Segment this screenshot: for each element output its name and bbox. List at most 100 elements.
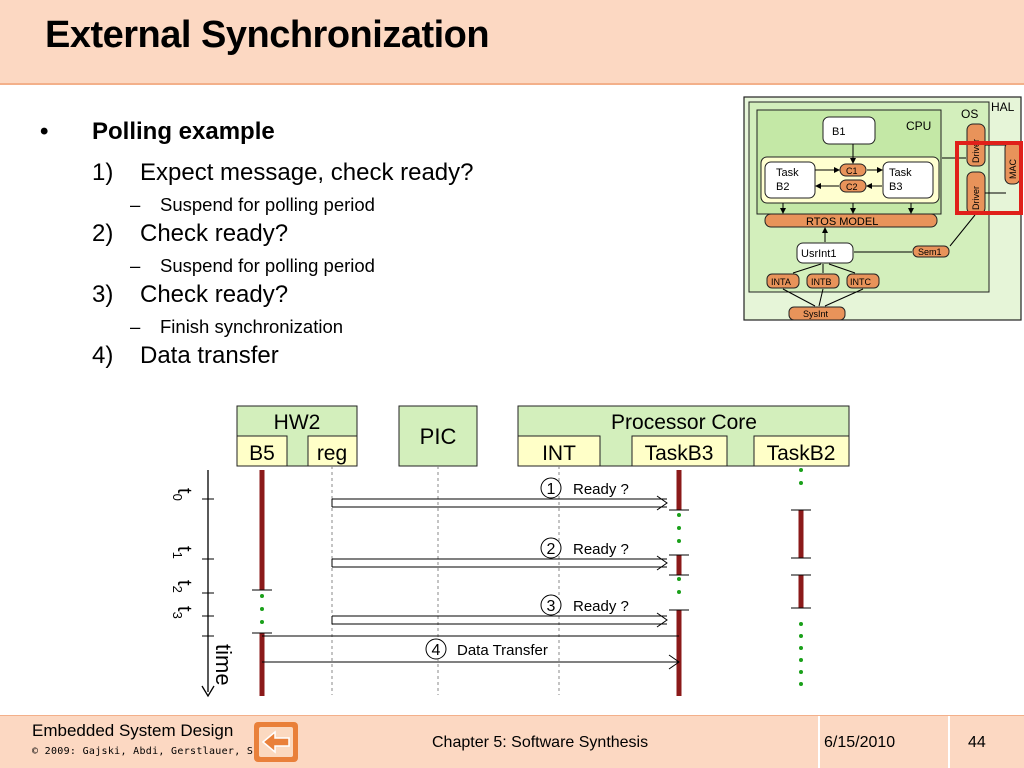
taskb3-label: TaskB3 [645, 442, 714, 465]
svg-text:t0: t0 [170, 488, 195, 501]
msg-2-number-circle [540, 537, 562, 559]
taskb3-box [631, 435, 728, 467]
driver-bottom-link [949, 214, 976, 247]
dash-char: – [130, 255, 141, 276]
reg-label: reg [317, 442, 347, 465]
task-b3-line2: B3 [889, 181, 902, 193]
step-4-text: Data transfer [140, 342, 279, 369]
book-logo-icon [254, 722, 298, 762]
pic-box [398, 405, 478, 467]
sysint-link-c [824, 288, 864, 307]
mac-label: MAC [1008, 159, 1018, 180]
hw2-title: HW2 [274, 411, 321, 434]
task-b2-line2: B2 [776, 181, 789, 193]
rtos-label: RTOS MODEL [806, 216, 878, 228]
footer-chapter: Chapter 5: Software Synthesis [432, 734, 649, 751]
taskb2-wait-dots [799, 468, 803, 686]
usrint1-label: UsrInt1 [801, 248, 836, 260]
task-b2-box [764, 161, 816, 199]
msg-3-number: 3 [547, 598, 556, 615]
step-3-text: Check ready? [140, 281, 289, 308]
highlight-box [955, 141, 1023, 215]
time-label-t2: t2 [170, 580, 195, 593]
hal-label: HAL [991, 100, 1015, 114]
svg-text:t3: t3 [170, 606, 195, 619]
time-label-t1: t1 [170, 546, 195, 559]
int-label: INT [542, 442, 576, 465]
svg-text:t2: t2 [170, 580, 195, 593]
task-b2-line1: Task [776, 167, 799, 179]
driver-top-label: Driver [971, 139, 981, 163]
step-1-text: Expect message, check ready? [140, 159, 474, 186]
intc-label: INTC [850, 277, 871, 287]
step-2-sub-text: Suspend for polling period [160, 255, 375, 276]
msg-1-number: 1 [547, 481, 556, 498]
b5-wait-dots [260, 594, 264, 624]
cpu-label: CPU [906, 119, 931, 133]
msg-4-number: 4 [432, 642, 441, 659]
title-bar: External Synchronization [0, 0, 1024, 83]
time-label-t3: t3 [170, 606, 195, 619]
taskb2-box [753, 435, 850, 467]
svg-text:t1: t1 [170, 546, 195, 559]
msg-2-label: Ready ? [573, 541, 629, 558]
sem1-box [912, 245, 950, 258]
step-2-text: Check ready? [140, 220, 289, 247]
slide-title: External Synchronization [45, 14, 490, 56]
bullet-dot: • [40, 118, 49, 145]
msg-3-label: Ready ? [573, 598, 629, 615]
msg-2-number: 2 [547, 541, 556, 558]
step-1-sub-text: Suspend for polling period [160, 194, 375, 215]
msg-4-number-circle [425, 638, 447, 660]
footer-page-number: 44 [968, 734, 986, 751]
sysint-link-a [782, 288, 816, 307]
inta-link [792, 263, 822, 274]
processor-core-title: Processor Core [611, 411, 757, 434]
step-4-number: 4) [92, 342, 114, 369]
intc-link [828, 263, 856, 274]
c2-label: C2 [846, 182, 858, 192]
time-axis-arrowhead [201, 685, 215, 698]
intc-box [846, 273, 880, 289]
b1-box [822, 116, 876, 145]
b5-box [236, 435, 288, 467]
title-divider [0, 83, 1024, 85]
intb-label: INTB [811, 277, 832, 287]
dash-char: – [130, 194, 141, 215]
taskb3-wait-dots [677, 513, 681, 594]
intb-box [806, 273, 840, 289]
footer-copyright: © 2009: Gajski, Abdi, Gerstlauer, Schirn… [32, 746, 298, 757]
msg-1-number-circle [540, 477, 562, 499]
b1-label: B1 [832, 126, 845, 138]
architecture-diagram: HAL OS CPU B1 Task B2 Task B3 C1 C2 RTOS… [743, 96, 1023, 321]
driver-bottom-label: Driver [971, 186, 981, 210]
step-3-number: 3) [92, 281, 114, 308]
poll-arrow-2 [331, 555, 668, 571]
step-1-number: 1) [92, 159, 114, 186]
task-b3-line1: Task [889, 167, 912, 179]
sysint-link-b [818, 288, 824, 307]
poll-arrow-3 [331, 612, 668, 628]
footer-separator-1 [818, 716, 820, 768]
reg-box [307, 435, 358, 467]
inta-label: INTA [771, 277, 791, 287]
footer [0, 716, 1024, 768]
sysint-box [788, 306, 846, 321]
msg-4-label: Data Transfer [457, 642, 548, 659]
footer-date: 6/15/2010 [824, 734, 896, 751]
poll-arrow-1 [331, 495, 668, 511]
b5-label: B5 [249, 442, 275, 465]
dash-char: – [130, 316, 141, 337]
taskb2-label: TaskB2 [767, 442, 836, 465]
bullet-main-text: Polling example [92, 118, 275, 145]
step-2-number: 2) [92, 220, 114, 247]
int-box [517, 435, 601, 467]
rtos-bar [764, 213, 938, 228]
time-axis-label: time [211, 644, 236, 686]
footer-course: Embedded System Design [32, 721, 234, 740]
sem1-label: Sem1 [918, 247, 942, 257]
step-3-sub-text: Finish synchronization [160, 316, 344, 337]
task-b3-box [882, 161, 934, 199]
time-label-t0: t0 [170, 488, 195, 501]
msg-3-number-circle [540, 594, 562, 616]
